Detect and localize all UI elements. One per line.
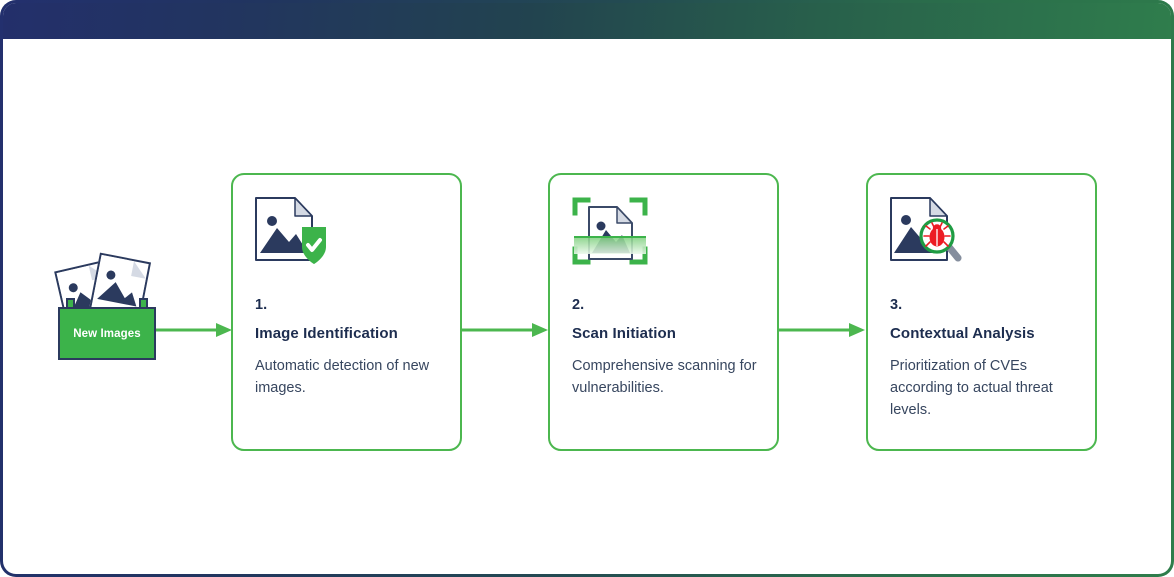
new-images-bin: New Images bbox=[58, 307, 156, 360]
step-number: 3. bbox=[890, 297, 903, 313]
step-number: 1. bbox=[255, 297, 268, 313]
image-document-magnifier-bug-icon bbox=[890, 197, 966, 269]
new-images-label: New Images bbox=[73, 327, 141, 340]
step-description: Comprehensive scanning for vulnerabiliti… bbox=[572, 358, 757, 396]
image-document-scan-brackets-icon bbox=[572, 197, 648, 269]
diagram-frame-inner: New Images bbox=[3, 3, 1171, 574]
photo-document-icon bbox=[88, 252, 152, 320]
step-title: Image Identification bbox=[255, 325, 398, 342]
image-document-with-shield-check-icon bbox=[255, 197, 331, 269]
step-card-2[interactable]: 2. Scan Initiation Comprehensive scannin… bbox=[548, 173, 779, 451]
diagram-canvas: New Images bbox=[3, 39, 1171, 574]
step-card-3[interactable]: 3. Contextual Analysis Prioritization of… bbox=[866, 173, 1097, 451]
arrow-step-2-to-step-3 bbox=[779, 321, 865, 339]
step-description: Automatic detection of new images. bbox=[255, 358, 430, 396]
step-title: Scan Initiation bbox=[572, 325, 677, 342]
step-description: Prioritization of CVEs according to actu… bbox=[890, 358, 1053, 418]
arrow-source-to-step-1 bbox=[156, 321, 232, 339]
step-card-1[interactable]: 1. Image Identification Automatic detect… bbox=[231, 173, 462, 451]
new-images-source[interactable]: New Images bbox=[54, 252, 156, 360]
arrow-step-1-to-step-2 bbox=[462, 321, 548, 339]
step-title: Contextual Analysis bbox=[890, 325, 1035, 342]
top-banner bbox=[3, 3, 1171, 39]
step-number: 2. bbox=[572, 297, 585, 313]
